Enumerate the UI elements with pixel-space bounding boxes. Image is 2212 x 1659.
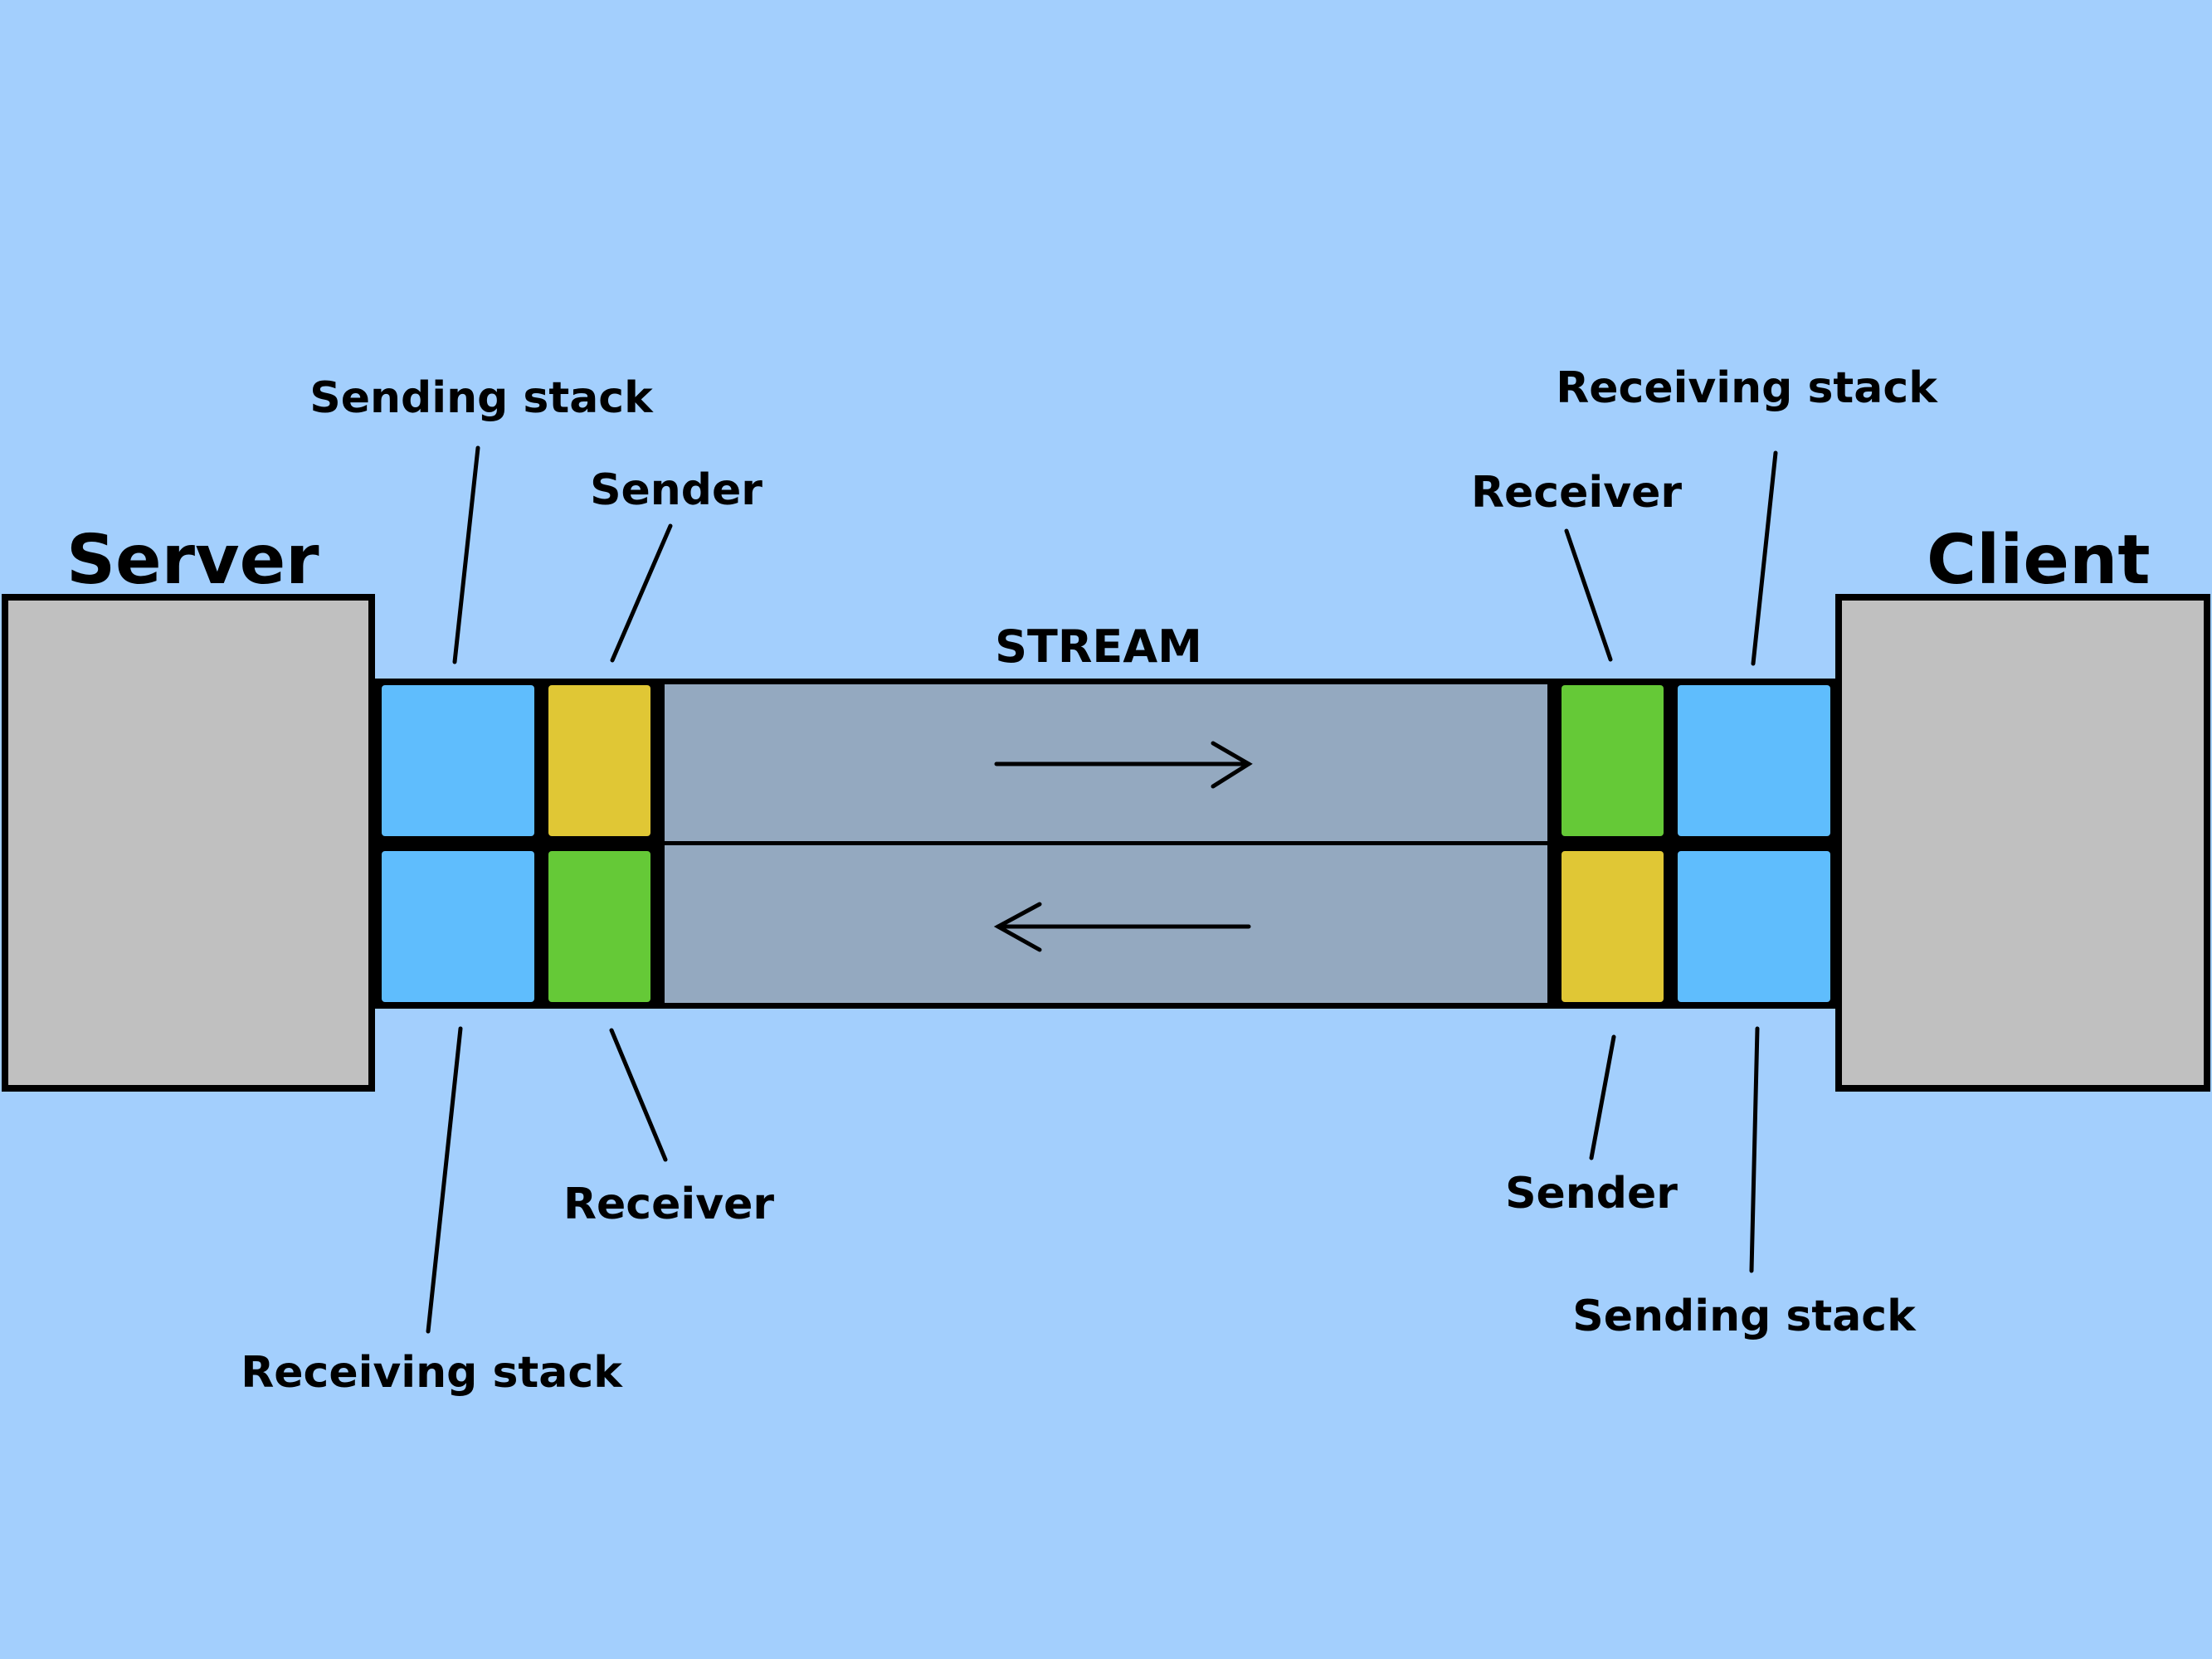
client-sending-stack-block <box>1678 851 1830 1002</box>
leader-server-receiving-stack <box>426 1026 463 1334</box>
server-receiving-stack-label: Receiving stack <box>241 1348 623 1398</box>
server-box <box>2 594 375 1092</box>
server-sender-label: Sender <box>590 465 763 515</box>
server-receiver-block <box>548 851 650 1002</box>
client-receiver-label: Receiver <box>1471 468 1682 518</box>
leader-lines <box>426 445 1778 1334</box>
leader-server-sender <box>610 523 673 663</box>
leader-client-receiving-stack <box>1751 450 1778 666</box>
client-sending-stack-label: Sending stack <box>1572 1292 1917 1341</box>
leader-client-receiver <box>1564 528 1613 662</box>
stream-channel-bottom <box>665 845 1547 1003</box>
client-title: Client <box>1927 521 2151 600</box>
server-title: Server <box>66 521 319 600</box>
stream-label: STREAM <box>995 620 1202 673</box>
client-receiver-block <box>1562 685 1664 836</box>
client-sender-label: Sender <box>1505 1169 1678 1219</box>
leader-client-sending-stack <box>1749 1026 1760 1273</box>
server-receiving-stack-block <box>382 851 534 1002</box>
server-sending-stack-label: Sending stack <box>309 373 654 423</box>
leader-server-receiver <box>609 1028 668 1162</box>
server-sender-block <box>548 685 650 836</box>
leader-server-sending-stack <box>452 445 480 664</box>
left-arrow-icon <box>993 902 1251 952</box>
right-arrow-icon <box>994 741 1253 789</box>
client-box <box>1835 594 2210 1092</box>
server-sending-stack-block <box>382 685 534 836</box>
leader-client-sender <box>1589 1034 1616 1160</box>
server-receiver-label: Receiver <box>563 1180 774 1229</box>
client-sender-block <box>1562 851 1664 1002</box>
client-receiving-stack-block <box>1678 685 1830 836</box>
client-receiving-stack-label: Receiving stack <box>1556 363 1938 413</box>
